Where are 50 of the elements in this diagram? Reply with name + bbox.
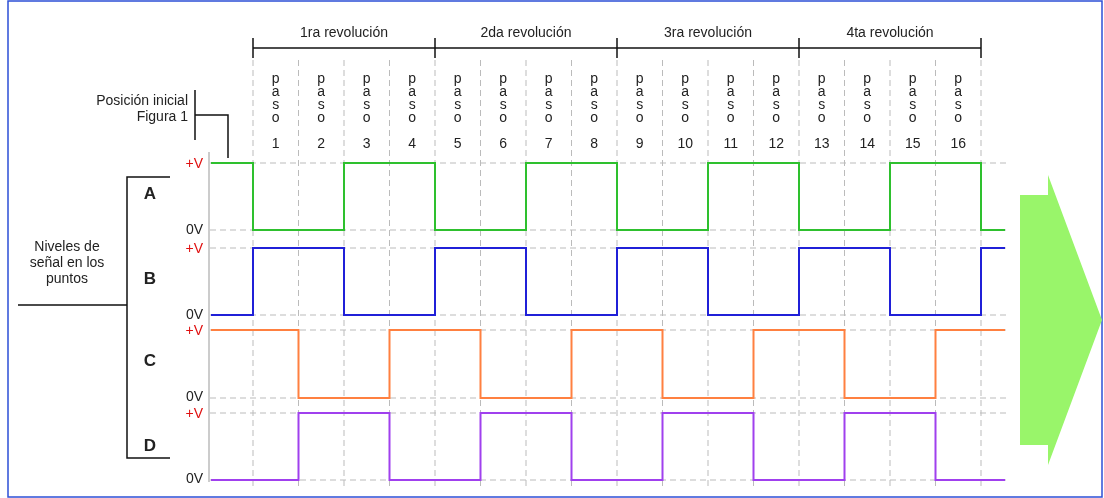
step-label: paso — [678, 70, 693, 122]
step-label: paso — [587, 70, 602, 122]
step-number: 14 — [859, 135, 876, 151]
revolution-label: 2da revolución — [480, 24, 572, 40]
position-note: Posición inicial Figura 1 — [95, 92, 188, 124]
step-label: paso — [405, 70, 420, 122]
step-label: paso — [951, 70, 966, 122]
voltage-label: 0V — [185, 470, 203, 486]
signal-name: D — [143, 438, 157, 454]
step-number: 9 — [635, 135, 644, 151]
step-label: paso — [541, 70, 556, 122]
step-label: paso — [450, 70, 465, 122]
revolution-label: 1ra revolución — [300, 24, 388, 40]
step-label: paso — [814, 70, 829, 122]
voltage-label: 0V — [185, 388, 203, 404]
signal-levels-note: Niveles de señal en los puntos — [28, 238, 106, 286]
step-label: paso — [496, 70, 511, 122]
step-number: 3 — [362, 135, 371, 151]
voltage-label: +V — [185, 405, 203, 421]
signal-name: A — [143, 186, 157, 202]
voltage-label: 0V — [185, 306, 203, 322]
voltage-label: +V — [185, 322, 203, 338]
step-label: paso — [905, 70, 920, 122]
signal-name: B — [143, 271, 157, 287]
step-number: 5 — [453, 135, 462, 151]
step-number: 6 — [499, 135, 508, 151]
step-number: 15 — [904, 135, 921, 151]
step-number: 8 — [590, 135, 599, 151]
signal-name: C — [143, 353, 157, 369]
step-number: 7 — [544, 135, 553, 151]
step-number: 2 — [317, 135, 326, 151]
revolution-label: 4ta revolución — [846, 24, 934, 40]
step-label: paso — [769, 70, 784, 122]
step-label: paso — [632, 70, 647, 122]
step-number: 4 — [408, 135, 417, 151]
voltage-label: +V — [185, 240, 203, 256]
step-number: 1 — [271, 135, 280, 151]
step-number: 11 — [723, 135, 738, 151]
voltage-label: +V — [185, 155, 203, 171]
step-label: paso — [723, 70, 738, 122]
step-number: 12 — [768, 135, 785, 151]
step-label: paso — [268, 70, 283, 122]
step-number: 16 — [950, 135, 967, 151]
voltage-label: 0V — [185, 221, 203, 237]
revolution-label: 3ra revolución — [664, 24, 752, 40]
step-label: paso — [314, 70, 329, 122]
step-label: paso — [359, 70, 374, 122]
step-label: paso — [860, 70, 875, 122]
step-number: 10 — [677, 135, 694, 151]
step-number: 13 — [813, 135, 830, 151]
